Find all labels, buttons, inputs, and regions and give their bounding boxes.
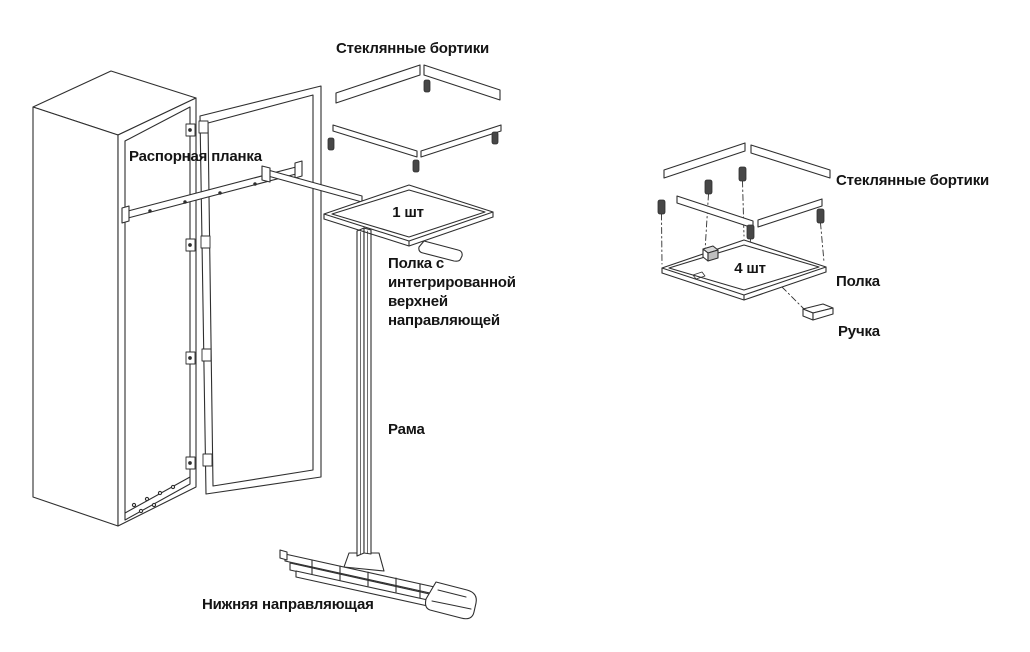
- right-shelf-tray-drawing: [661, 239, 827, 301]
- label-qty-four: 4 шт: [734, 260, 766, 277]
- glass-rails-right-drawing: [663, 142, 831, 229]
- label-glass-rails-right: Стеклянные бортики: [836, 172, 990, 189]
- shelf-drawing: [323, 184, 494, 262]
- hinge-blocks: [185, 120, 213, 470]
- glass-rails-top-drawing: [327, 64, 502, 173]
- label-spacer-bar: Распорная планка: [129, 148, 262, 165]
- label-frame: Рама: [388, 421, 425, 438]
- label-lower-guide: Нижняя направляющая: [202, 596, 374, 613]
- label-handle: Ручка: [838, 323, 880, 340]
- frame-column-drawing: [356, 227, 372, 557]
- rail-support-pegs: [657, 166, 825, 240]
- cabinet-drawing: [32, 70, 197, 527]
- label-glass-rails-top: Стеклянные бортики: [336, 40, 490, 57]
- handle-drawing: [802, 303, 834, 321]
- label-shelf-with-guide: Полка с интегрированной верхней направля…: [388, 255, 516, 329]
- label-qty-one: 1 шт: [392, 204, 424, 221]
- bottom-rail-drawing: [279, 549, 477, 620]
- spacer-bar-drawing: [121, 160, 303, 224]
- right-exploded-shelf-drawing: [657, 142, 834, 321]
- label-shelf: Полка: [836, 273, 880, 290]
